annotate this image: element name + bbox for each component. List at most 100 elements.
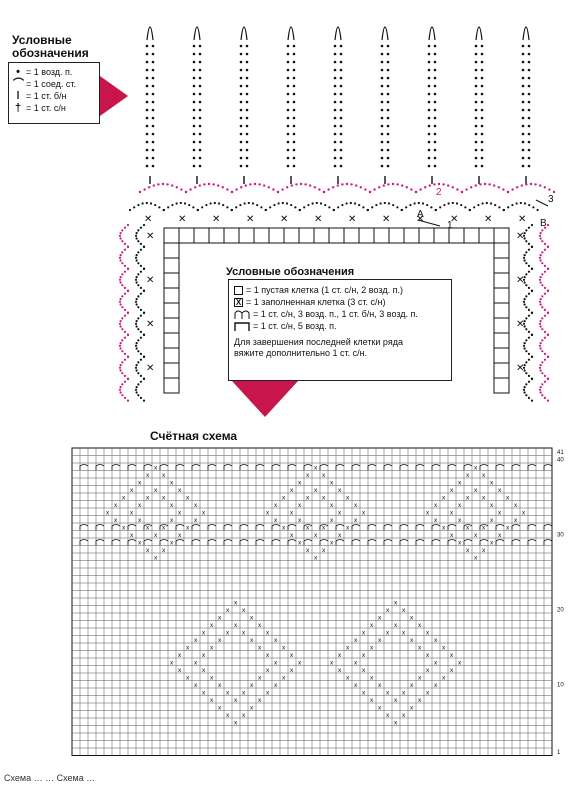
filled-cell-mark: x xyxy=(322,547,326,554)
pink-dot xyxy=(118,322,122,325)
chain-dot xyxy=(494,203,497,207)
pink-dot xyxy=(121,361,124,364)
filet-cell xyxy=(463,227,480,244)
filet-cell xyxy=(268,227,285,244)
filled-cell-mark: x xyxy=(322,525,326,532)
chain-dot xyxy=(433,60,437,64)
filled-cell-mark: x xyxy=(386,607,390,614)
cross-stitch: ✕ xyxy=(516,319,524,330)
chain-dot xyxy=(198,148,202,152)
chain-dot xyxy=(201,206,204,209)
filled-cell-mark: x xyxy=(330,517,334,524)
chain-dot xyxy=(427,108,431,112)
filet-cell xyxy=(298,227,315,244)
filet-cell xyxy=(283,227,300,244)
chain-dot xyxy=(523,320,526,323)
filled-cell-mark: x xyxy=(370,645,374,652)
chain-dot xyxy=(523,364,526,367)
filled-cell-mark: x xyxy=(362,690,366,697)
arch-mark xyxy=(79,539,89,545)
chain-dot xyxy=(243,202,246,205)
chain-dot xyxy=(451,201,454,205)
chain-dot xyxy=(192,124,196,128)
chain-dot xyxy=(239,76,243,80)
chain-dot xyxy=(235,206,238,209)
pink-dot xyxy=(470,186,473,189)
filled-cell-mark: x xyxy=(218,682,222,689)
arch-mark xyxy=(143,539,153,545)
filled-cell-icon: X xyxy=(234,297,243,307)
chain-dot xyxy=(525,295,528,298)
row-label: 10 xyxy=(557,683,564,689)
pink-dot xyxy=(539,298,542,301)
filled-cell-mark: x xyxy=(506,495,510,502)
chain-dot xyxy=(521,108,525,112)
chain-dot xyxy=(527,132,531,136)
arch-mark xyxy=(143,524,153,530)
filled-cell-mark: x xyxy=(250,615,254,622)
chain-dot xyxy=(151,140,155,144)
filet-cell xyxy=(253,227,270,244)
filet-cell xyxy=(493,272,510,289)
arch-mark xyxy=(95,464,105,470)
chain-dot xyxy=(386,60,390,64)
chain-dot xyxy=(474,60,478,64)
chain-dot xyxy=(134,278,138,281)
filet-cell xyxy=(388,227,405,244)
chain-dot xyxy=(134,300,138,303)
filled-cell-mark: x xyxy=(378,637,382,644)
arch-mark xyxy=(175,524,185,530)
filled-cell-mark: x xyxy=(162,525,166,532)
chain-dot xyxy=(311,202,314,205)
chain-dot xyxy=(521,84,525,88)
pink-dot xyxy=(123,308,127,311)
filled-cell-mark: x xyxy=(410,615,414,622)
chain-dot xyxy=(319,202,323,205)
legend-item-double-crochet: †= 1 ст. с/н xyxy=(13,102,95,114)
chain-dot xyxy=(142,245,146,249)
chain-dot xyxy=(532,206,535,209)
pink-dot xyxy=(276,190,280,194)
arch-mark xyxy=(447,539,457,545)
filled-cell-mark: x xyxy=(434,660,438,667)
pink-dot xyxy=(118,256,122,259)
pink-dot xyxy=(539,254,542,257)
chain-dot xyxy=(433,132,437,136)
pink-dot xyxy=(119,364,122,367)
chain-dot xyxy=(135,259,138,262)
pink-dot xyxy=(543,270,547,273)
filled-cell-mark: x xyxy=(410,637,414,644)
chain-dot xyxy=(339,68,343,72)
chain-dot xyxy=(142,355,146,359)
filled-cell-mark: x xyxy=(218,705,222,712)
chain-dot xyxy=(380,52,384,56)
chain-dot xyxy=(427,156,431,160)
arch-mark xyxy=(207,539,217,545)
chain-dot xyxy=(149,202,153,205)
pink-dot xyxy=(143,188,146,191)
chain-dot xyxy=(260,206,263,209)
chain-dot xyxy=(434,208,438,212)
pink-dot xyxy=(171,184,174,187)
filled-cell-mark: x xyxy=(514,502,518,509)
pink-dot xyxy=(541,240,544,243)
chain-dot xyxy=(139,396,143,399)
empty-cell-icon xyxy=(234,285,243,295)
chain-dot xyxy=(380,92,384,96)
arch-mark xyxy=(159,539,169,545)
filled-cell-mark: x xyxy=(218,615,222,622)
pink-dot xyxy=(539,320,542,323)
chain-dot xyxy=(292,52,296,56)
pink-dot xyxy=(121,306,124,309)
arch-mark xyxy=(479,464,489,470)
filled-cell-mark: x xyxy=(354,660,358,667)
arch-mark xyxy=(271,524,281,530)
filled-cell-mark: x xyxy=(402,712,406,719)
filled-cell-mark: x xyxy=(394,622,398,629)
pink-dot xyxy=(546,311,550,315)
chain-dot xyxy=(145,116,149,120)
filled-cell-mark: x xyxy=(202,630,206,637)
chain-dot xyxy=(134,322,138,325)
legend-item-text: = 1 возд. п. xyxy=(26,67,73,77)
double-crochet-symbol-icon: † xyxy=(14,102,22,114)
